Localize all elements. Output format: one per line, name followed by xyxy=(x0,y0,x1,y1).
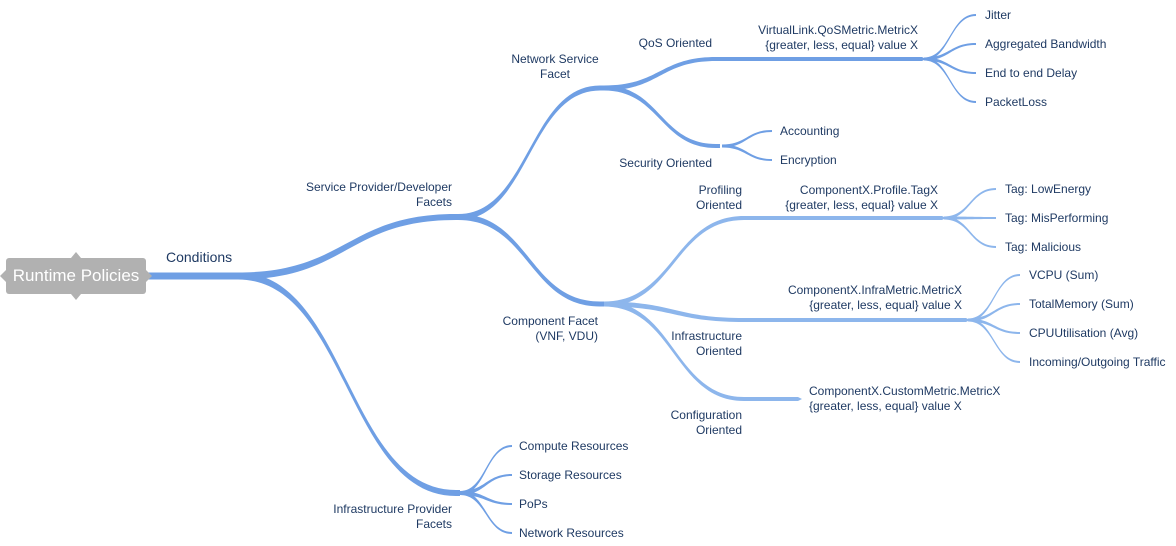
branch-infra-metric xyxy=(748,318,970,322)
node-configuration-oriented[interactable]: Configuration Oriented xyxy=(642,408,742,437)
branch-im-leaf-2 xyxy=(968,318,1020,334)
node-network-service-facet-line2: Facet xyxy=(539,66,570,81)
root-top-handle[interactable] xyxy=(71,252,81,258)
branch-sec-leaf-0 xyxy=(722,130,772,148)
branch-ns-qos xyxy=(604,57,720,91)
leaf-totalmemory-sum[interactable]: TotalMemory (Sum) xyxy=(1029,297,1134,311)
node-profiling-oriented-line1: Profiling xyxy=(698,183,742,197)
node-infra-provider-facets[interactable]: Infrastructure Provider Facets xyxy=(300,502,452,531)
branch-sp-network-service xyxy=(458,85,604,220)
node-infra-metric-line1: ComponentX.InfraMetric.MetricX xyxy=(787,283,962,297)
leaf-aggregated-bandwidth[interactable]: Aggregated Bandwidth xyxy=(985,37,1107,51)
node-profiling-oriented-line2: Oriented xyxy=(695,197,742,212)
branch-sec-leaf-1 xyxy=(722,144,772,161)
node-infra-metric[interactable]: ComponentX.InfraMetric.MetricX {greater,… xyxy=(762,283,962,312)
node-profiling-oriented[interactable]: Profiling Oriented xyxy=(652,183,742,212)
node-profile-tag[interactable]: ComponentX.Profile.TagX {greater, less, … xyxy=(760,183,938,212)
branch-res-leaf-1 xyxy=(460,474,512,495)
leaf-vcpu-sum[interactable]: VCPU (Sum) xyxy=(1029,268,1099,282)
node-infra-provider-facets-line2: Facets xyxy=(415,516,452,531)
node-component-facet-line2: (VNF, VDU) xyxy=(535,328,598,343)
leaf-tag-misperforming[interactable]: Tag: MisPerforming xyxy=(1005,211,1109,225)
branch-tag-leaf-0 xyxy=(944,188,996,220)
leaf-incoming-outgoing-traffic[interactable]: Incoming/Outgoing Traffic xyxy=(1029,355,1166,369)
branch-tag-leaf-1 xyxy=(944,216,996,220)
branch-comp-profiling xyxy=(604,216,748,307)
node-infra-metric-line2: {greater, less, equal} value X xyxy=(809,297,962,312)
leaf-storage-resources[interactable]: Storage Resources xyxy=(519,468,622,482)
branch-im-leaf-1 xyxy=(968,303,1020,322)
node-conditions[interactable]: Conditions xyxy=(166,249,233,265)
node-custom-metric-line1: ComponentX.CustomMetric.MetricX xyxy=(809,384,1001,398)
branch-qos-virtuallink xyxy=(720,57,926,61)
branch-res-leaf-3 xyxy=(460,491,512,534)
root-left-handle[interactable] xyxy=(0,270,6,282)
branch-vl-leaf-2 xyxy=(924,57,976,74)
node-infrastructure-oriented[interactable]: Infrastructure Oriented xyxy=(642,329,742,358)
leaf-end-to-end-delay[interactable]: End to end Delay xyxy=(985,66,1078,80)
node-sp-dev-facets-line1: Service Provider/Developer xyxy=(305,180,452,194)
branch-conditions-sp-dev xyxy=(238,214,460,280)
node-custom-metric-line2: {greater, less, equal} value X xyxy=(809,398,962,413)
leaf-network-resources[interactable]: Network Resources xyxy=(519,526,624,540)
leaf-tag-malicious[interactable]: Tag: Malicious xyxy=(1005,240,1082,254)
node-sp-dev-facets-line2: Facets xyxy=(415,194,452,209)
root-node-runtime-policies[interactable]: Runtime Policies xyxy=(6,258,146,294)
branch-im-leaf-0 xyxy=(968,274,1020,322)
branch-profiling-tag xyxy=(748,216,946,220)
branch-conditions-infra-provider xyxy=(238,272,460,496)
node-infra-provider-facets-line1: Infrastructure Provider xyxy=(333,502,452,516)
node-profile-tag-line2: {greater, less, equal} value X xyxy=(785,197,938,212)
branch-im-leaf-3 xyxy=(968,318,1020,363)
node-security-oriented[interactable]: Security Oriented xyxy=(619,156,712,170)
root-right-handle[interactable] xyxy=(146,270,152,282)
leaf-tag-lowenergy[interactable]: Tag: LowEnergy xyxy=(1005,182,1092,196)
node-configuration-oriented-line2: Oriented xyxy=(695,422,742,437)
branch-sp-component xyxy=(458,214,604,307)
branch-tag-leaf-2 xyxy=(944,216,996,248)
node-component-facet-line1: Component Facet xyxy=(502,314,598,328)
node-sp-dev-facets[interactable]: Service Provider/Developer Facets xyxy=(280,180,452,209)
node-custom-metric[interactable]: ComponentX.CustomMetric.MetricX {greater… xyxy=(809,384,1000,413)
branch-res-leaf-2 xyxy=(460,491,512,505)
leaf-encryption[interactable]: Encryption xyxy=(780,153,837,167)
branch-config-custom xyxy=(748,397,802,401)
node-component-facet[interactable]: Component Facet (VNF, VDU) xyxy=(478,314,598,343)
node-network-service-facet[interactable]: Network Service Facet xyxy=(500,52,610,81)
leaf-packetloss[interactable]: PacketLoss xyxy=(985,95,1048,109)
node-infrastructure-oriented-line2: Oriented xyxy=(695,343,742,358)
branch-res-leaf-0 xyxy=(460,445,512,495)
leaf-jitter[interactable]: Jitter xyxy=(985,8,1012,22)
branch-vl-leaf-0 xyxy=(924,14,976,61)
root-handles xyxy=(0,252,152,300)
node-network-service-facet-line1: Network Service xyxy=(511,52,599,66)
node-profile-tag-line1: ComponentX.Profile.TagX xyxy=(799,183,938,197)
root-label: Runtime Policies xyxy=(12,266,140,285)
node-virtuallink-metric[interactable]: VirtualLink.QoSMetric.MetricX {greater, … xyxy=(740,23,918,52)
branch-ns-security xyxy=(604,85,720,148)
leaf-accounting[interactable]: Accounting xyxy=(780,124,840,138)
branch-comp-infrastructure xyxy=(604,301,748,322)
node-configuration-oriented-line1: Configuration xyxy=(670,408,742,422)
branch-vl-leaf-3 xyxy=(924,57,976,103)
node-virtuallink-metric-line2: {greater, less, equal} value X xyxy=(765,37,918,52)
leaf-pops[interactable]: PoPs xyxy=(519,497,548,511)
node-infrastructure-oriented-line1: Infrastructure xyxy=(671,329,742,343)
branch-vl-leaf-1 xyxy=(924,43,976,61)
leaf-compute-resources[interactable]: Compute Resources xyxy=(519,439,629,453)
leaf-cpuutilisation-avg[interactable]: CPUUtilisation (Avg) xyxy=(1029,326,1139,340)
root-bottom-handle[interactable] xyxy=(71,294,81,300)
node-qos-oriented[interactable]: QoS Oriented xyxy=(638,36,712,50)
node-virtuallink-metric-line1: VirtualLink.QoSMetric.MetricX xyxy=(758,23,918,37)
branch-root-conditions xyxy=(146,272,242,280)
